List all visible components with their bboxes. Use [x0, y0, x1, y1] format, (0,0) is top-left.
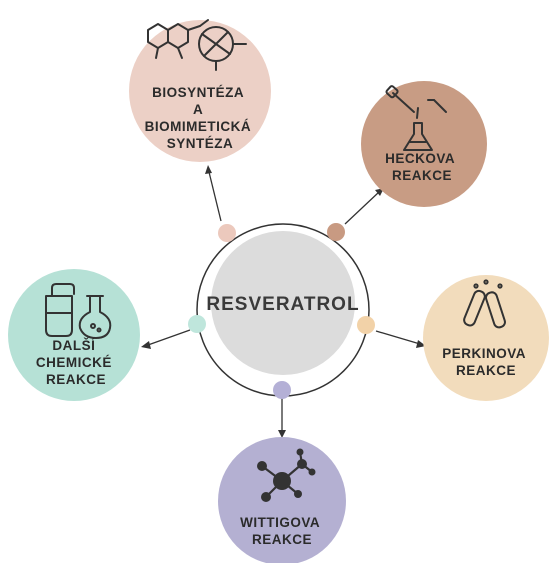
node-heckova-label: HECKOVA REAKCE: [385, 151, 459, 183]
dot-biosynteza: [218, 224, 236, 242]
node-perkinova-label: PERKINOVA REAKCE: [442, 346, 530, 378]
label-line: BIOMIMETICKÁ: [145, 119, 252, 134]
center-hub: RESVERATROL: [196, 223, 370, 397]
node-dalsi: DALŠÍ CHEMICKÉ REAKCE: [8, 269, 140, 401]
node-wittigova-circle: [218, 437, 346, 563]
node-biosynteza-circle: [129, 20, 271, 162]
label-line: REAKCE: [252, 532, 312, 547]
node-dalsi-label: DALŠÍ CHEMICKÉ REAKCE: [36, 338, 116, 387]
ball-stick-molecule-icon: [257, 448, 316, 502]
arrow-to-perkinova: [375, 330, 421, 345]
node-heckova: HECKOVA REAKCE: [361, 81, 487, 207]
label-line: SYNTÉZA: [167, 136, 234, 151]
label-line: REAKCE: [456, 363, 516, 378]
node-perkinova-circle: [423, 275, 549, 401]
node-wittigova-label: WITTIGOVA REAKCE: [240, 515, 324, 547]
label-line: REAKCE: [392, 168, 452, 183]
label-line: A: [193, 102, 203, 117]
arrowhead-icon: [416, 340, 426, 348]
arrowhead-icon: [278, 430, 286, 438]
dot-heckova: [327, 223, 345, 241]
node-dalsi-circle: [8, 269, 140, 401]
label-line: HECKOVA: [385, 151, 455, 166]
node-biosynteza-label: BIOSYNTÉZA A BIOMIMETICKÁ SYNTÉZA: [145, 85, 256, 151]
label-line: CHEMICKÉ: [36, 355, 112, 370]
node-heckova-circle: [361, 81, 487, 207]
label-line: REAKCE: [46, 372, 106, 387]
arrow-to-biosynteza: [208, 171, 222, 222]
center-disc: [211, 231, 355, 375]
label-line: PERKINOVA: [442, 346, 526, 361]
dot-perkinova: [357, 316, 375, 334]
test-tubes-icon: [463, 279, 506, 329]
arrowhead-icon: [205, 165, 212, 174]
molecule-structure-icon: [147, 19, 247, 71]
connectors: [141, 165, 426, 438]
label-line: WITTIGOVA: [240, 515, 320, 530]
node-wittigova: WITTIGOVA REAKCE: [218, 437, 346, 563]
dropper-flask-icon: [385, 85, 447, 151]
ring-dots: [188, 223, 375, 399]
arrow-to-heckova: [344, 191, 380, 225]
dot-dalsi: [188, 315, 206, 333]
arrowhead-icon: [141, 341, 151, 349]
node-perkinova: PERKINOVA REAKCE: [423, 275, 549, 401]
center-label: RESVERATROL: [206, 294, 359, 315]
label-line: DALŠÍ: [52, 338, 96, 353]
label-line: BIOSYNTÉZA: [152, 85, 244, 100]
dot-wittigova: [273, 381, 291, 399]
lab-glassware-icon: [45, 283, 112, 339]
arrow-to-dalsi: [147, 329, 191, 346]
node-biosynteza: BIOSYNTÉZA A BIOMIMETICKÁ SYNTÉZA: [129, 19, 271, 162]
